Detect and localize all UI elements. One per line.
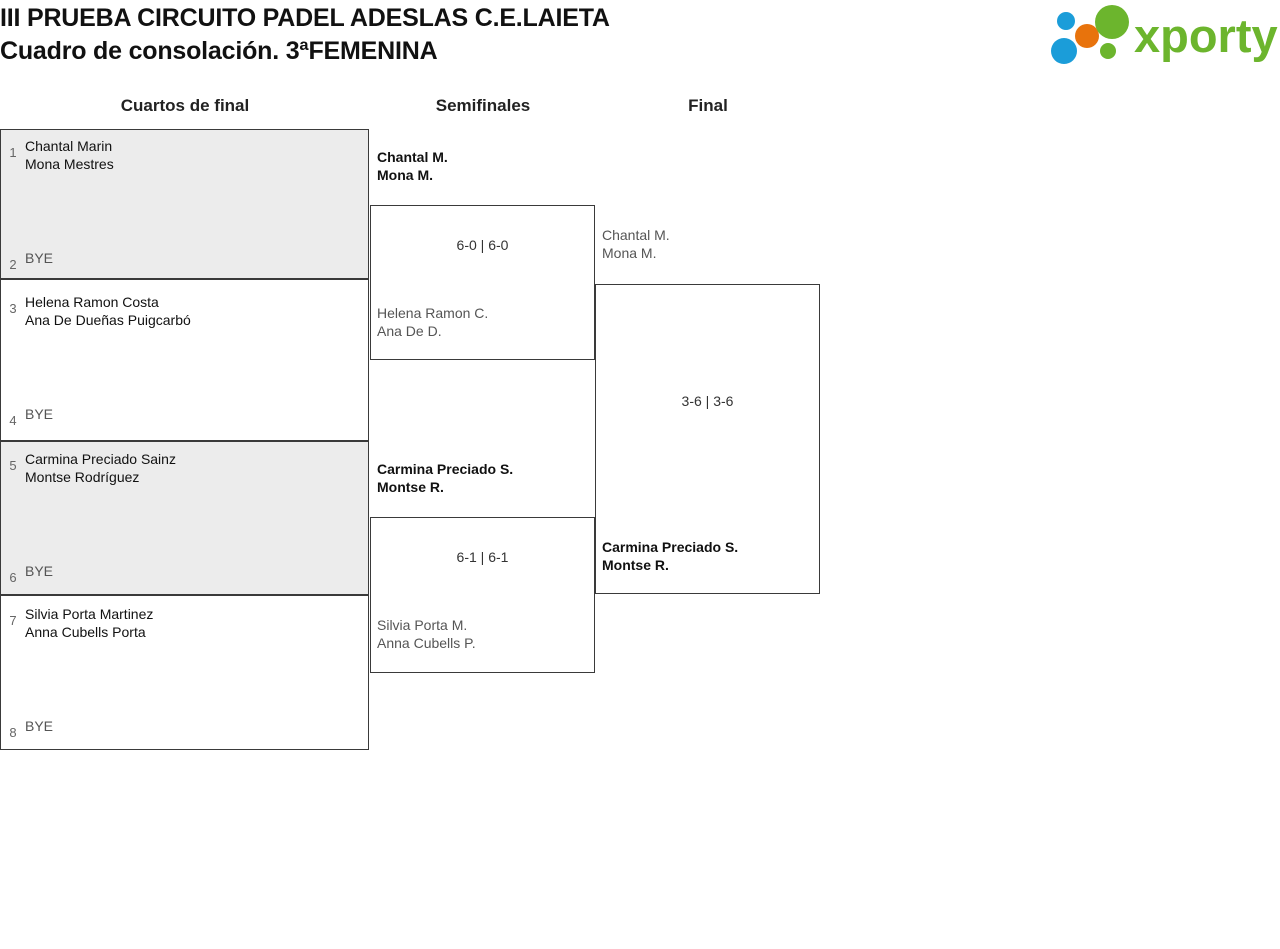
sf-score: 6-1 | 6-1 — [456, 549, 509, 565]
bracket-entry[interactable]: 6 BYE — [1, 562, 370, 586]
seed-number: 1 — [9, 145, 17, 160]
sf-loser-team[interactable]: Helena Ramon C. Ana De D. — [377, 304, 488, 340]
final-runner-up-team[interactable]: Chantal M. Mona M. — [602, 226, 670, 262]
player-name: Montse R. — [602, 557, 669, 573]
sf-match-box[interactable] — [370, 517, 595, 673]
team-names: Silvia Porta Martinez Anna Cubells Porta — [25, 605, 153, 641]
bracket-entry[interactable]: 8 BYE — [1, 717, 370, 741]
player-name: Ana De Dueñas Puigcarbó — [25, 312, 191, 328]
column-header-quarterfinals: Cuartos de final — [120, 96, 250, 115]
title-block: III PRUEBA CIRCUITO PADEL ADESLAS C.E.LA… — [0, 2, 610, 68]
player-name: Chantal Marin — [25, 138, 113, 154]
column-header-semifinals: Semifinales — [435, 96, 531, 115]
player-name: Ana De D. — [377, 323, 442, 339]
player-name: Anna Cubells Porta — [25, 624, 146, 640]
seed-number: 2 — [9, 257, 17, 272]
seed-number: 7 — [9, 613, 17, 628]
bracket-entry[interactable]: 4 BYE — [1, 405, 370, 429]
final-match-box[interactable] — [595, 284, 820, 594]
logo-dot-blue-large — [1051, 38, 1077, 64]
final-score: 3-6 | 3-6 — [681, 393, 734, 409]
sf-score: 6-0 | 6-0 — [456, 237, 509, 253]
bracket-entry[interactable]: 7 Silvia Porta Martinez Anna Cubells Por… — [1, 605, 370, 641]
xporty-logo[interactable]: xporty — [1048, 4, 1278, 68]
seed-number: 5 — [9, 458, 17, 473]
logo-dot-green-large — [1095, 5, 1129, 39]
team-names: Helena Ramon Costa Ana De Dueñas Puigcar… — [25, 293, 191, 329]
player-name: BYE — [25, 250, 54, 266]
sf-match-box[interactable] — [370, 205, 595, 360]
qf-match-block[interactable]: 3 Helena Ramon Costa Ana De Dueñas Puigc… — [0, 279, 369, 441]
seed-number: 4 — [9, 413, 17, 428]
team-names: BYE — [25, 249, 53, 267]
bracket-entry[interactable]: 1 Chantal Marin Mona Mestres — [1, 137, 370, 173]
seed-number: 3 — [9, 301, 17, 316]
player-name: BYE — [25, 718, 54, 734]
player-name: BYE — [25, 563, 54, 579]
sf-loser-team[interactable]: Silvia Porta M. Anna Cubells P. — [377, 616, 476, 652]
seed-number: 8 — [9, 725, 17, 740]
tournament-title: III PRUEBA CIRCUITO PADEL ADESLAS C.E.LA… — [0, 4, 610, 32]
logo-dot-orange — [1075, 24, 1099, 48]
player-name: Silvia Porta M. — [377, 617, 468, 633]
player-name: Anna Cubells P. — [377, 635, 476, 651]
page-header: III PRUEBA CIRCUITO PADEL ADESLAS C.E.LA… — [0, 0, 1280, 75]
bracket-entry[interactable]: 3 Helena Ramon Costa Ana De Dueñas Puigc… — [1, 293, 370, 329]
logo-wordmark: xporty — [1134, 9, 1278, 62]
player-name: Mona Mestres — [25, 156, 114, 172]
tournament-subtitle: Cuadro de consolación. 3ªFEMENINA — [0, 37, 438, 65]
player-name: Mona M. — [377, 167, 433, 183]
team-names: BYE — [25, 405, 53, 423]
player-name: Carmina Preciado Sainz — [25, 451, 176, 467]
player-name: Carmina Preciado S. — [602, 539, 739, 555]
player-name: Mona M. — [602, 245, 657, 261]
column-header-final: Final — [688, 96, 728, 115]
final-champion-team[interactable]: Carmina Preciado S. Montse R. — [602, 538, 738, 574]
player-name: Carmina Preciado S. — [377, 461, 514, 477]
team-names: Chantal Marin Mona Mestres — [25, 137, 114, 173]
player-name: Helena Ramon C. — [377, 305, 489, 321]
sf-winner-team[interactable]: Carmina Preciado S. Montse R. — [377, 460, 513, 496]
player-name: BYE — [25, 406, 54, 422]
team-names: BYE — [25, 562, 53, 580]
sf-winner-team[interactable]: Chantal M. Mona M. — [377, 148, 448, 184]
seed-number: 6 — [9, 570, 17, 585]
team-names: BYE — [25, 717, 53, 735]
qf-match-block[interactable]: 1 Chantal Marin Mona Mestres 2 BYE — [0, 129, 369, 279]
logo-dot-green-small — [1100, 43, 1116, 59]
player-name: Silvia Porta Martinez — [25, 606, 154, 622]
player-name: Chantal M. — [377, 149, 448, 165]
logo-dot-blue-small — [1057, 12, 1075, 30]
bracket-entry[interactable]: 2 BYE — [1, 249, 370, 273]
player-name: Chantal M. — [602, 227, 670, 243]
player-name: Montse Rodríguez — [25, 469, 140, 485]
bracket-entry[interactable]: 5 Carmina Preciado Sainz Montse Rodrígue… — [1, 450, 370, 486]
qf-match-block[interactable]: 7 Silvia Porta Martinez Anna Cubells Por… — [0, 595, 369, 750]
qf-match-block[interactable]: 5 Carmina Preciado Sainz Montse Rodrígue… — [0, 441, 369, 595]
player-name: Montse R. — [377, 479, 444, 495]
team-names: Carmina Preciado Sainz Montse Rodríguez — [25, 450, 176, 486]
player-name: Helena Ramon Costa — [25, 294, 159, 310]
